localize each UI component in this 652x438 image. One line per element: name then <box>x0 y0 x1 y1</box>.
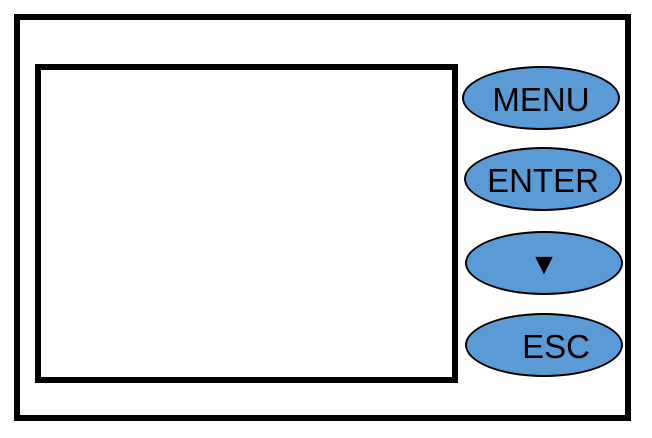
down-button[interactable]: ▼ <box>465 231 623 295</box>
menu-button[interactable]: MENU <box>462 66 620 130</box>
display-screen <box>35 64 458 383</box>
menu-button-label: MENU <box>492 81 590 119</box>
enter-button[interactable]: ENTER <box>464 147 622 211</box>
enter-button-label: ENTER <box>487 162 599 200</box>
esc-button-label: ESC <box>522 328 590 366</box>
esc-button[interactable]: ESC <box>465 313 623 377</box>
triangle-down-icon: ▼ <box>529 248 559 282</box>
